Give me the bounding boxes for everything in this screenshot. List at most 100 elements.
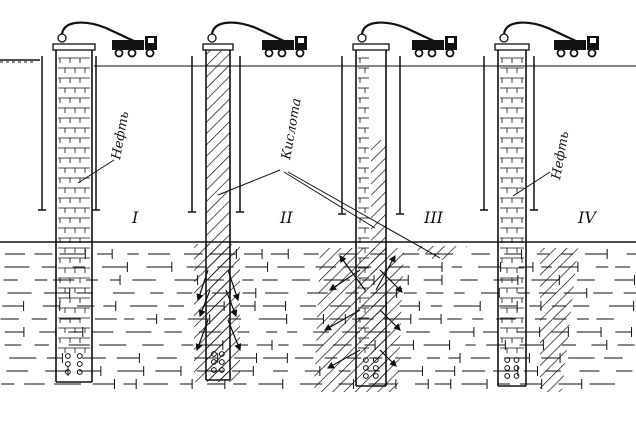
tanker-truck-icon [412, 36, 457, 58]
wells-group [38, 21, 599, 387]
hose-line [210, 21, 287, 43]
tanker-truck-icon [262, 36, 307, 58]
acid-zone-4 [540, 248, 578, 392]
acid-flow-arrow [195, 319, 209, 352]
perforation-icon [64, 353, 83, 375]
truck-window [448, 38, 454, 43]
perforation-hole [211, 367, 217, 373]
wellhead-icon [202, 21, 287, 51]
perforation-hole [211, 359, 217, 365]
oil-label-right: Нефть [549, 130, 572, 181]
acid-column [371, 140, 386, 386]
wellhead-icon [494, 21, 579, 51]
acid-wedge-3 [410, 246, 468, 262]
acid-flow-arrow [339, 255, 366, 291]
truck-window [298, 38, 304, 43]
wellhead-valve [57, 33, 67, 43]
perforation-hole [363, 357, 369, 363]
perforation-hole [76, 353, 83, 359]
perforation-hole [64, 361, 71, 367]
hose-line [60, 21, 137, 43]
perforation-hole [504, 365, 511, 371]
stage-label-3: III [423, 208, 444, 227]
truck-tank [262, 40, 294, 50]
perforation-icon [504, 357, 520, 379]
stage-label-1: I [131, 208, 139, 227]
well-1 [38, 21, 157, 383]
perforation-icon [363, 357, 379, 379]
wellhead-icon [52, 21, 137, 51]
truck-tank [554, 40, 586, 50]
perforation-hole [211, 351, 217, 357]
perforation-hole [363, 365, 369, 371]
acid-flow-arrow [379, 309, 401, 331]
truck-wheel [569, 48, 579, 58]
acid-flow-arrow [227, 269, 240, 302]
ground-surface [0, 59, 636, 67]
well-4 [480, 21, 599, 387]
wellhead-icon [352, 21, 437, 51]
well-3 [338, 21, 457, 387]
acid-flow-arrow [227, 319, 242, 352]
perforation-icon [211, 351, 225, 373]
acid-label: Кислота [279, 97, 305, 162]
stage-label-4: IV [577, 208, 597, 227]
perforation-hole [372, 365, 379, 371]
perforation-hole [76, 369, 83, 375]
perforation-hole [504, 357, 511, 363]
acid-flow-arrow [375, 254, 396, 291]
perforation-hole [76, 361, 83, 367]
wellhead-flange [202, 43, 234, 51]
acid-leader-1 [217, 169, 281, 196]
oil-leader-right [512, 171, 551, 197]
truck-wheel [445, 48, 455, 58]
tanker-truck-icon [112, 36, 157, 58]
truck-wheel [427, 48, 437, 58]
truck-wheel [114, 48, 124, 58]
wellhead-valve [499, 33, 509, 43]
acid-flow-arrow [329, 269, 361, 291]
perforation-hole [363, 373, 369, 379]
truck-window [590, 38, 596, 43]
perforation-hole [372, 357, 379, 363]
acid-column [206, 50, 230, 380]
reservoir-layer [0, 241, 636, 392]
acid-flow-arrow [225, 289, 238, 318]
acid-flow-arrow [323, 309, 361, 331]
stage-label-2: II [279, 208, 293, 227]
perforation-hole [513, 357, 520, 363]
tanker-truck-icon [554, 36, 599, 58]
truck-wheel [556, 48, 566, 58]
acid-flow-arrow [379, 349, 397, 367]
wellhead-valve [207, 33, 217, 43]
acid-flow-arrow [198, 289, 211, 318]
wellhead-flange [352, 43, 390, 51]
truck-wheel [145, 48, 155, 58]
perforation-hole [218, 351, 225, 357]
wellhead-valve [357, 33, 367, 43]
perforation-hole [218, 367, 225, 373]
truck-wheel [587, 48, 597, 58]
perforation-hole [64, 353, 71, 359]
perforation-hole [64, 369, 71, 375]
perforation-hole [513, 373, 520, 379]
acid-leader-3 [287, 171, 441, 259]
perforation-hole [504, 373, 511, 379]
oil-label-left: Нефть [109, 110, 132, 161]
truck-wheel [277, 48, 287, 58]
oil-leader-left [77, 159, 115, 184]
truck-wheel [414, 48, 424, 58]
acid-leader-2 [283, 171, 376, 229]
well-2 [188, 21, 307, 381]
truck-tank [112, 40, 144, 50]
truck-wheel [127, 48, 137, 58]
wellhead-flange [494, 43, 530, 51]
truck-wheel [264, 48, 274, 58]
acid-flow-arrow [196, 269, 209, 302]
hose-line [502, 21, 579, 43]
perforation-hole [513, 365, 520, 371]
truck-wheel [295, 48, 305, 58]
acid-flow-arrow [326, 349, 361, 369]
